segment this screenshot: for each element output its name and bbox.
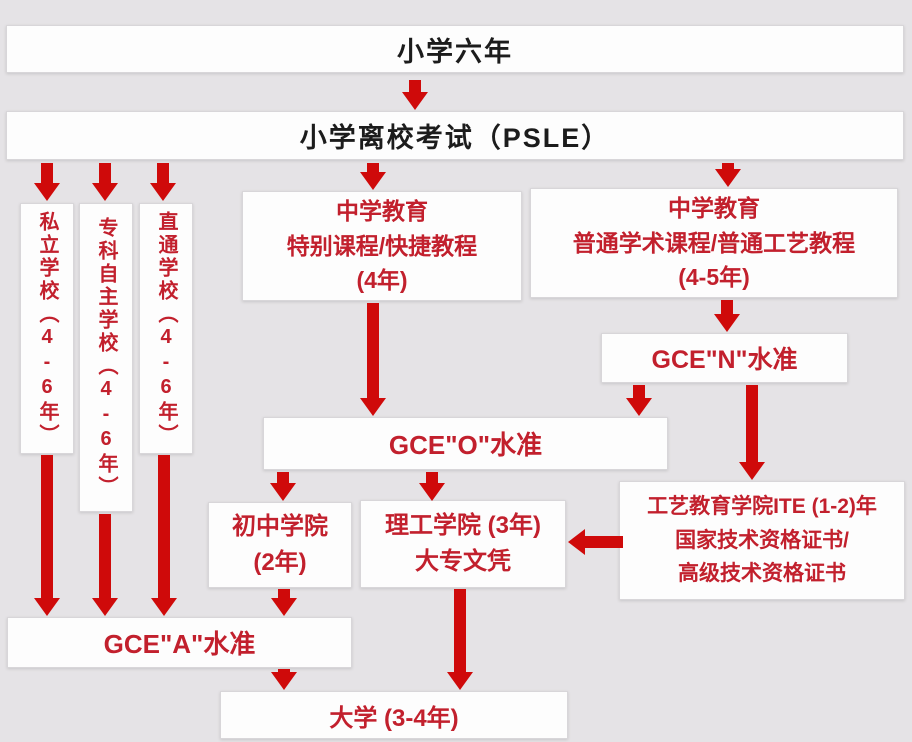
arrow-psle-to-express xyxy=(360,163,386,190)
node-private-school: 私立学校（4-6年） xyxy=(20,203,74,454)
node-ite-line1: 工艺教育学院ITE (1-2)年 xyxy=(647,495,877,519)
node-private-school-label: 私立学校（4-6年） xyxy=(36,210,58,447)
arrow-normal-to-gce-n xyxy=(714,300,740,332)
node-secondary-normal-line1: 中学教育 xyxy=(668,195,760,222)
node-junior-college-line2: (2年) xyxy=(253,549,307,576)
node-gce-a-level-label: GCE"A"水准 xyxy=(103,629,256,659)
node-psle-exam-label: 小学离校考试（PSLE） xyxy=(299,123,611,153)
node-secondary-normal-line3: (4-5年) xyxy=(678,264,750,291)
node-junior-college-line1: 初中学院 xyxy=(232,513,328,540)
node-university: 大学 (3-4年) xyxy=(220,691,568,739)
arrow-gce-a-to-university xyxy=(271,669,297,690)
node-psle-exam: 小学离校考试（PSLE） xyxy=(6,111,904,160)
node-polytechnic-line2: 大专文凭 xyxy=(415,548,511,575)
node-gce-n-level-label: GCE"N"水准 xyxy=(651,346,798,374)
arrow-specialised-to-gce-a xyxy=(92,514,118,616)
node-ite-line2: 国家技术资格证书/ xyxy=(675,528,849,552)
node-gce-o-level: GCE"O"水准 xyxy=(263,417,668,470)
node-specialised-independent-school-label: 专科自主学校（4-6年） xyxy=(95,216,117,499)
node-secondary-normal: 中学教育 普通学术课程/普通工艺教程 (4-5年) xyxy=(530,188,898,298)
arrow-gce-o-to-junior-college xyxy=(270,472,296,501)
node-polytechnic: 理工学院 (3年) 大专文凭 xyxy=(360,500,566,588)
arrow-psle-to-through xyxy=(150,163,176,201)
node-gce-o-level-label: GCE"O"水准 xyxy=(388,430,543,460)
node-primary-school-label: 小学六年 xyxy=(397,36,513,67)
node-university-label: 大学 (3-4年) xyxy=(329,704,459,732)
arrow-through-to-gce-a xyxy=(151,455,177,616)
arrow-junior-college-to-gce-a xyxy=(271,589,297,616)
arrow-psle-to-normal xyxy=(715,163,741,187)
arrow-primary-to-psle xyxy=(402,80,428,110)
node-secondary-express: 中学教育 特别课程/快捷教程 (4年) xyxy=(242,191,522,301)
node-junior-college: 初中学院 (2年) xyxy=(208,502,352,588)
arrow-private-to-gce-a xyxy=(34,455,60,616)
node-ite-line3: 高级技术资格证书 xyxy=(678,562,846,586)
node-gce-a-level: GCE"A"水准 xyxy=(7,617,352,668)
node-gce-n-level: GCE"N"水准 xyxy=(601,333,848,383)
arrow-express-to-gce-o xyxy=(360,303,386,416)
arrow-psle-to-private xyxy=(34,163,60,201)
arrow-ite-to-polytechnic xyxy=(568,529,623,555)
node-secondary-express-line3: (4年) xyxy=(356,267,408,294)
node-ite: 工艺教育学院ITE (1-2)年 国家技术资格证书/ 高级技术资格证书 xyxy=(619,481,905,600)
arrow-polytechnic-to-university xyxy=(447,589,473,690)
node-primary-school: 小学六年 xyxy=(6,25,904,73)
node-specialised-independent-school: 专科自主学校（4-6年） xyxy=(79,203,133,512)
arrow-gce-n-to-ite xyxy=(739,385,765,480)
node-secondary-express-line1: 中学教育 xyxy=(336,198,428,225)
node-through-train-school-label: 直通学校（4-6年） xyxy=(155,210,177,447)
node-secondary-express-line2: 特别课程/快捷教程 xyxy=(286,232,478,259)
node-secondary-normal-line2: 普通学术课程/普通工艺教程 xyxy=(572,229,856,256)
node-polytechnic-line1: 理工学院 (3年) xyxy=(385,512,541,539)
node-through-train-school: 直通学校（4-6年） xyxy=(139,203,193,454)
arrow-psle-to-specialised xyxy=(92,163,118,201)
arrow-gce-o-to-polytechnic xyxy=(419,472,445,501)
arrow-gce-n-to-gce-o xyxy=(626,385,652,416)
